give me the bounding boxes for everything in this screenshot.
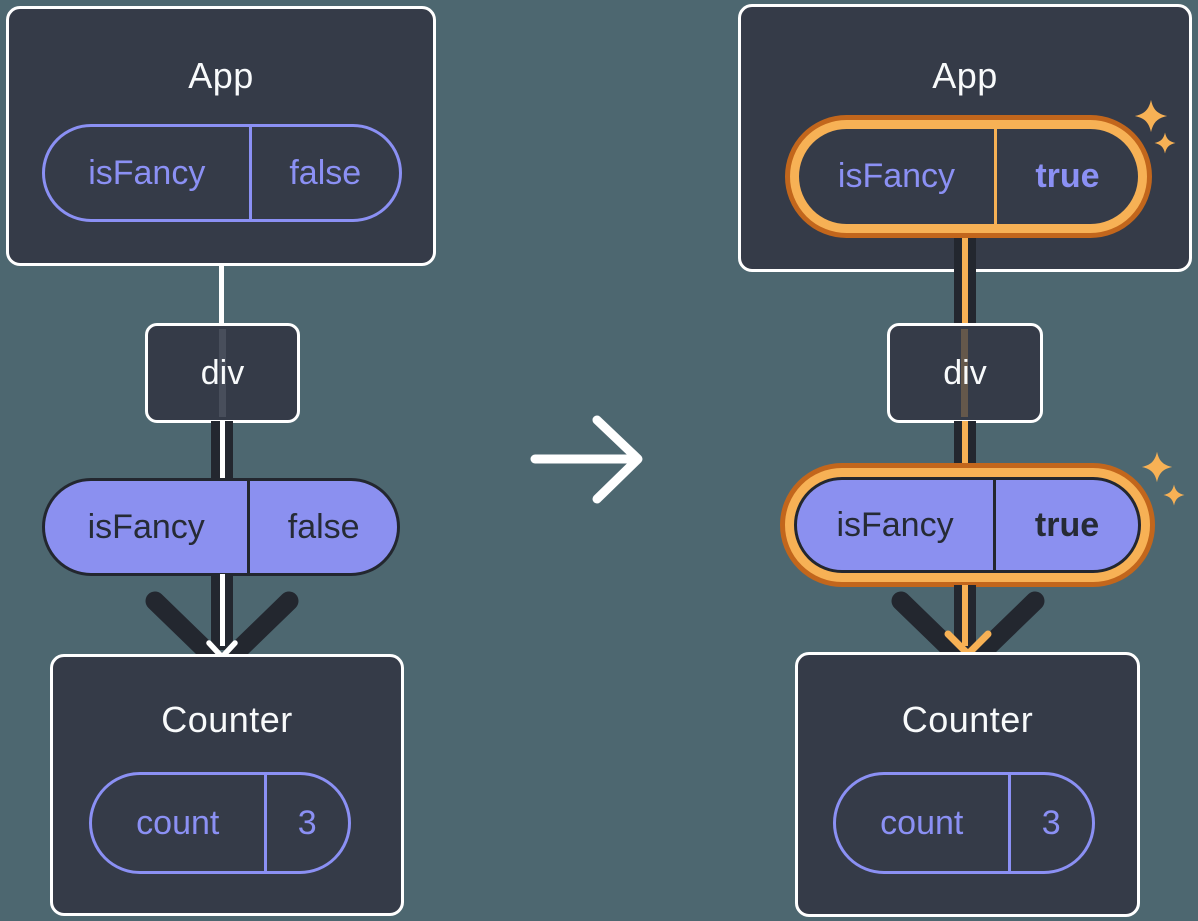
after-counter-state-pill: count 3 [833, 772, 1095, 874]
after-edge-app-div [962, 236, 968, 325]
after-counter-state-name: count [880, 803, 964, 842]
before-edge-app-div [219, 264, 224, 325]
before-app-state-pill: isFancy false [42, 124, 402, 222]
before-div-title: div [200, 353, 245, 392]
sparkle-icon [1154, 132, 1176, 154]
sparkle-icon [1163, 484, 1185, 506]
transition-arrow-icon [530, 415, 643, 504]
after-app-state-name: isFancy [837, 157, 956, 195]
after-div-thru-line [961, 329, 968, 417]
after-app-state-value: true [993, 129, 1138, 224]
after-div-node: div [887, 323, 1043, 423]
sparkle-icon [1141, 451, 1173, 483]
before-edge-div-pill [220, 421, 225, 480]
before-app-state-name: isFancy [88, 153, 206, 192]
before-prop-name: isFancy [87, 507, 205, 546]
after-prop-value: true [993, 480, 1138, 570]
before-counter-state-value: 3 [263, 775, 348, 871]
before-app-state-value: false [248, 127, 399, 219]
sparkle-icon [1134, 99, 1168, 133]
before-prop-pill: isFancy false [42, 478, 400, 576]
after-app-title: App [932, 55, 998, 96]
after-div-title: div [943, 353, 987, 392]
before-counter-title: Counter [161, 699, 293, 740]
after-edge-pill-counter [962, 585, 968, 646]
after-counter-state-value: 3 [1007, 775, 1092, 871]
before-counter-state-name: count [136, 803, 220, 842]
after-counter-title: Counter [901, 699, 1034, 740]
after-prop-pill: isFancy true [794, 477, 1141, 573]
before-counter-state-pill: count 3 [89, 772, 351, 874]
before-div-node: div [145, 323, 300, 423]
after-app-state-pill: isFancy true [799, 129, 1138, 224]
before-app-title: App [188, 55, 254, 96]
before-edge-pill-counter [220, 574, 225, 646]
after-app-state-pill-highlight: isFancy true [785, 115, 1152, 238]
before-prop-value: false [247, 481, 397, 573]
after-edge-div-pill [962, 421, 968, 466]
after-prop-pill-highlight: isFancy true [780, 463, 1155, 587]
after-prop-name: isFancy [836, 505, 954, 544]
before-div-thru-line [219, 329, 226, 417]
